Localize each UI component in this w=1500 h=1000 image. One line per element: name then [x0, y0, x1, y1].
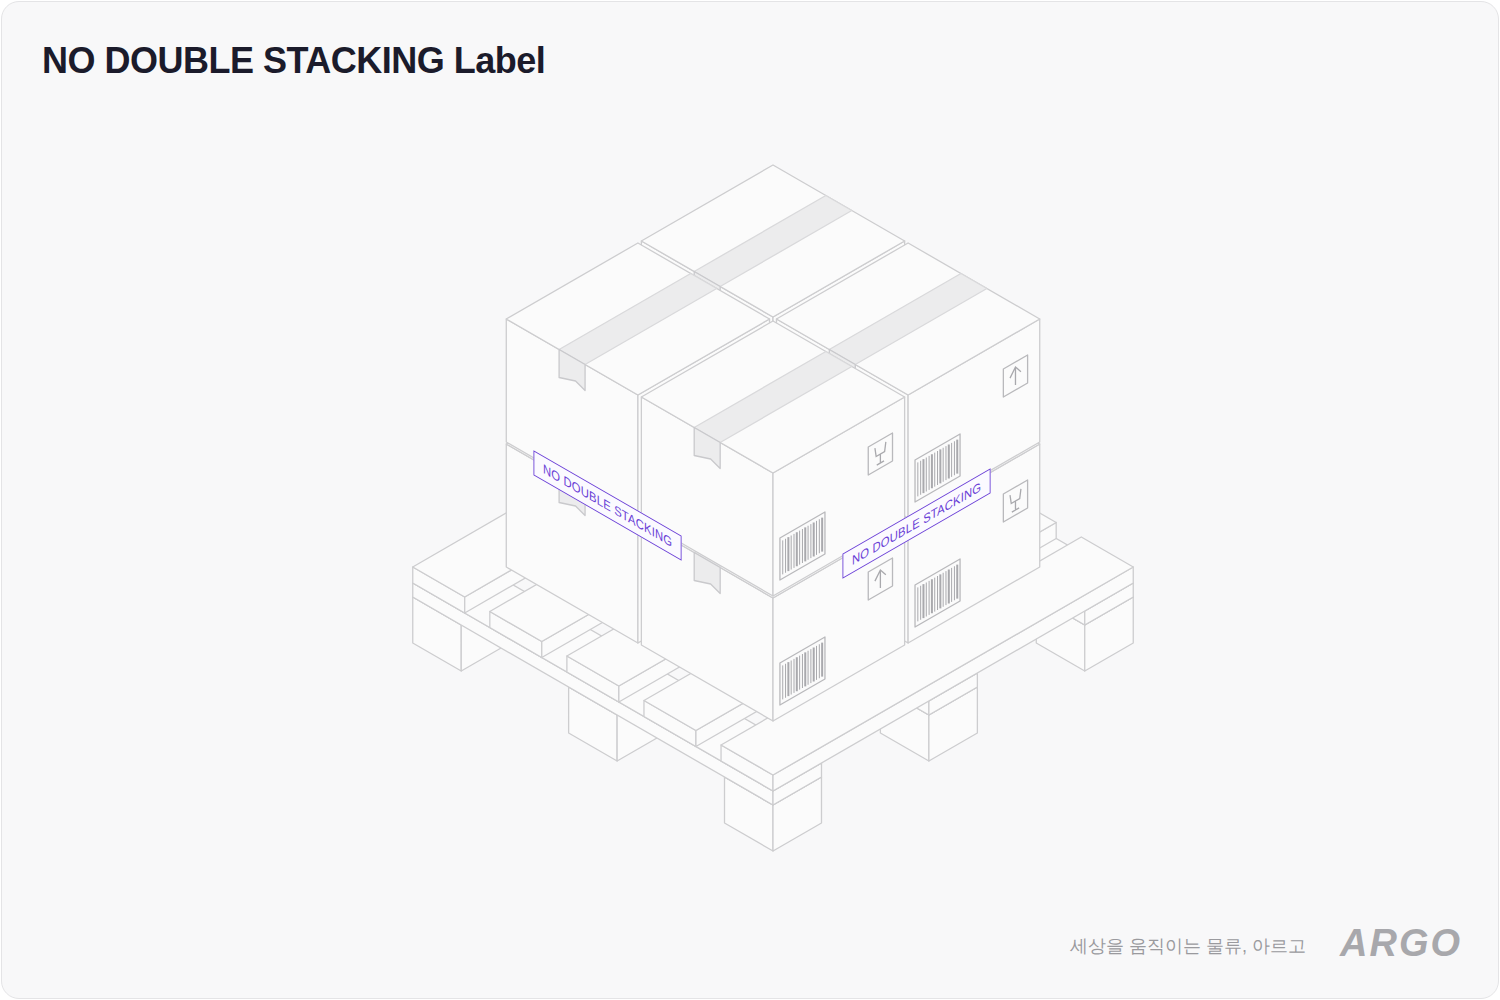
packing-tape — [694, 196, 852, 287]
title: NO DOUBLE STACKING Label — [42, 40, 545, 82]
barcode-bar — [787, 537, 789, 571]
footer-slogan: 세상을 움직이는 물류, 아르고 — [1070, 934, 1306, 958]
handling-icon — [1003, 355, 1027, 397]
barcode-bar — [917, 462, 918, 496]
barcode-bar — [945, 571, 946, 605]
barcode-bar — [813, 523, 815, 557]
barcode-bar — [939, 574, 941, 608]
handling-icon — [1003, 480, 1027, 522]
barcode-bar — [943, 573, 944, 607]
barcode-bar — [951, 568, 952, 602]
barcode-bar — [943, 448, 944, 482]
barcode-bar — [810, 649, 811, 683]
barcode-bar — [816, 521, 817, 555]
barcode-bar — [920, 461, 921, 495]
barcode-bar — [802, 529, 803, 563]
packing-tape — [559, 274, 717, 365]
handling-icon — [868, 558, 892, 600]
barcode-bar — [926, 583, 927, 617]
barcode-bar — [782, 665, 783, 699]
barcode-bar — [791, 536, 792, 570]
barcode-bar — [782, 540, 783, 574]
barcode-bar — [922, 584, 924, 618]
carton-top — [641, 321, 904, 473]
barcode-bar — [819, 644, 820, 678]
barcode-bar — [802, 654, 803, 688]
this-way-up-symbol — [1010, 367, 1021, 385]
barcode-bar — [929, 581, 930, 615]
barcode-bar — [954, 566, 955, 600]
boxes — [506, 165, 1039, 721]
packing-tape — [694, 352, 852, 443]
barcode-bar — [810, 524, 811, 558]
barcode-bar — [926, 458, 927, 492]
this-way-up-symbol — [875, 570, 886, 588]
barcode-bar — [785, 664, 786, 698]
barcode-bar — [922, 459, 924, 493]
barcode-bar — [954, 441, 955, 475]
barcode-bar — [785, 539, 786, 573]
barcode-bar — [799, 531, 800, 565]
barcode-bar — [934, 453, 935, 487]
barcode-bar — [931, 579, 933, 613]
barcode-bar — [787, 662, 789, 696]
fragile-symbol — [875, 442, 886, 465]
barcode-bar — [816, 646, 817, 680]
barcode-bar — [794, 534, 795, 568]
logo-wordmark: ARGO — [1340, 922, 1462, 965]
barcode-bar — [956, 565, 958, 599]
barcode-bar — [821, 518, 823, 552]
barcode-bar — [948, 570, 950, 604]
barcode-bar — [808, 651, 809, 685]
barcode-bar — [951, 443, 952, 477]
barcode-frame — [915, 559, 960, 627]
barcode-bar — [813, 648, 815, 682]
barcode-bar — [808, 526, 809, 560]
barcode-bar — [804, 652, 806, 686]
barcode-bar — [799, 656, 800, 690]
barcode-bar — [796, 657, 798, 691]
barcode-frame — [780, 512, 825, 580]
barcode-bar — [819, 519, 820, 553]
barcode-bar — [796, 532, 798, 566]
barcode-bar — [931, 454, 933, 488]
barcode-bar — [934, 578, 935, 612]
barcode-bar — [791, 661, 792, 695]
barcode-bar — [821, 643, 823, 677]
barcode-frame — [780, 637, 825, 705]
barcode-bar — [917, 587, 918, 621]
barcode-bar — [939, 449, 941, 483]
packing-tape — [829, 274, 987, 365]
barcode-bar — [937, 451, 938, 485]
packing-tape-tab — [694, 428, 720, 469]
barcode-bar — [804, 527, 806, 561]
barcode-bar — [937, 576, 938, 610]
packing-tape-tab — [559, 350, 585, 391]
handling-icon — [868, 433, 892, 475]
barcode-bar — [794, 659, 795, 693]
barcode-bar — [948, 445, 950, 479]
barcode-bar — [929, 456, 930, 490]
fragile-symbol — [1010, 489, 1021, 512]
barcode-bar — [920, 586, 921, 620]
barcode-bar — [956, 440, 958, 474]
barcode-bar — [945, 446, 946, 480]
